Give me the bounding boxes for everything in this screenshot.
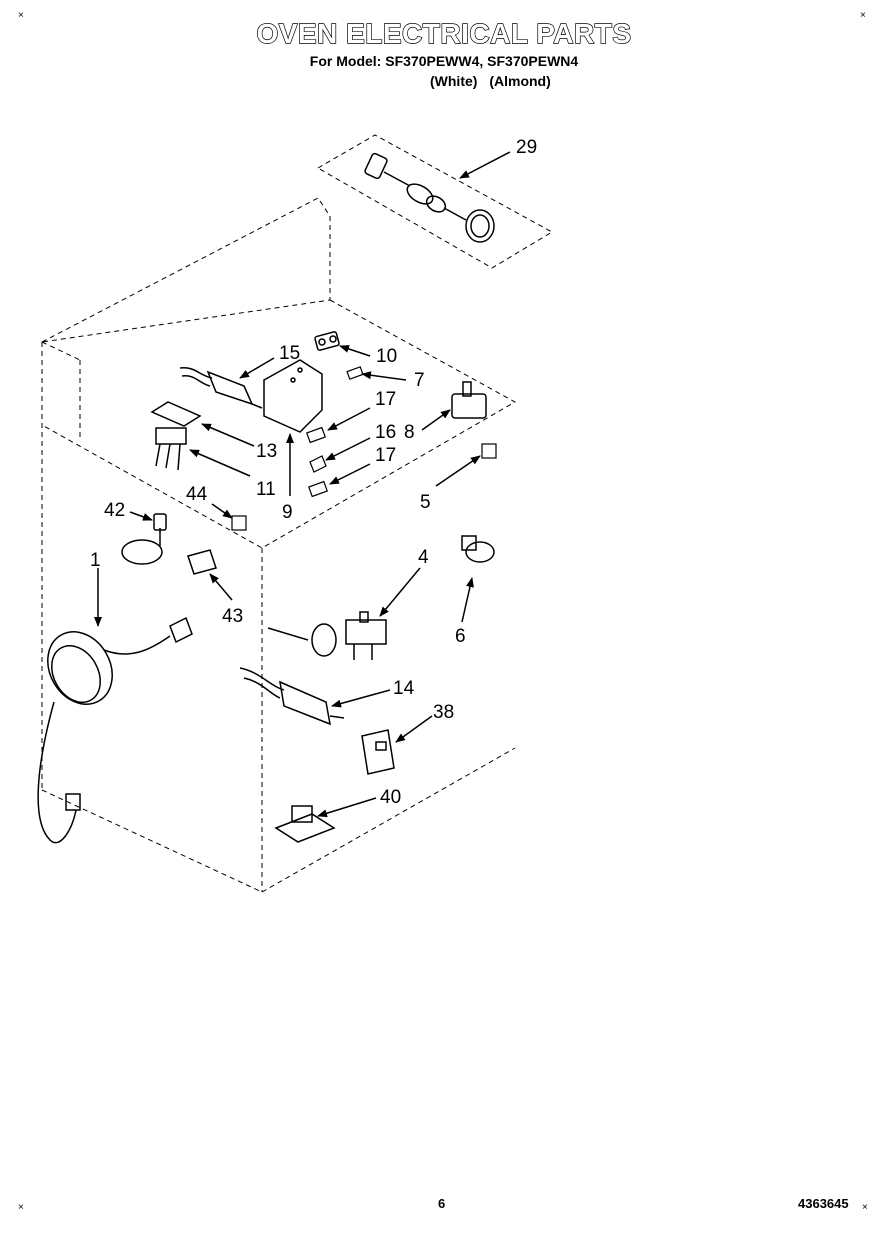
part-17-insulator-upper: [306, 426, 326, 444]
model-line: For Model: SF370PEWW4, SF370PEWN4: [309, 53, 579, 69]
part-1-power-cord: [37, 616, 193, 844]
callout-13: 13: [256, 441, 277, 462]
part-7-terminal: [346, 366, 364, 380]
corner-mark-top-right: ×: [860, 10, 866, 21]
part-13-plate: [150, 401, 202, 427]
part-17-insulator-lower: [308, 480, 328, 498]
callout-leaders: [94, 151, 511, 818]
part-9-bracket: [263, 359, 323, 433]
callout-10: 10: [376, 346, 397, 367]
part-8-switch: [451, 381, 487, 419]
color-almond: (Almond): [489, 73, 551, 89]
part-43-bracket: [187, 549, 217, 575]
color-white: (White): [430, 73, 478, 89]
callout-40: 40: [380, 787, 401, 808]
callout-15: 15: [279, 343, 300, 364]
page-title: OVEN ELECTRICAL PARTS: [256, 17, 632, 49]
part-40-block: [274, 805, 336, 843]
part-15-terminal-block: [179, 367, 263, 409]
range-outline: [41, 134, 554, 893]
corner-mark-top-left: ×: [18, 10, 24, 21]
callout-7: 7: [414, 370, 425, 391]
part-44-clip: [231, 515, 247, 531]
callout-4: 4: [418, 547, 429, 568]
part-6-indicator-light: [461, 535, 495, 563]
callout-8: 8: [404, 422, 415, 443]
corner-mark-bottom-left: ×: [18, 1202, 24, 1213]
callout-14: 14: [393, 678, 415, 699]
callout-38: 38: [433, 702, 454, 723]
callout-11: 11: [256, 479, 276, 500]
callout-6: 6: [455, 626, 466, 647]
part-4-thermostat: [267, 611, 387, 660]
callout-44: 44: [186, 484, 208, 505]
callout-42: 42: [104, 500, 125, 521]
callout-9: 9: [282, 502, 293, 523]
callout-43: 43: [222, 606, 243, 627]
color-variants: (White) (Almond): [430, 73, 559, 89]
callout-1: 1: [90, 550, 101, 571]
part-10-clip: [314, 331, 340, 351]
page-number: 6: [438, 1196, 446, 1211]
corner-mark-bottom-right: ×: [862, 1202, 868, 1213]
oven-lamp-part: [364, 152, 495, 243]
callout-17-upper: 17: [375, 389, 396, 410]
part-16-terminal: [309, 455, 327, 473]
callout-17-lower: 17: [375, 445, 396, 466]
callout-16: 16: [375, 422, 396, 443]
part-5-clip: [481, 443, 497, 459]
part-38-bracket: [361, 729, 395, 775]
part-42-sensor: [121, 513, 167, 565]
part-11-connector: [155, 427, 187, 471]
callout-5: 5: [420, 492, 431, 513]
callout-29: 29: [516, 137, 537, 158]
part-14-terminal-block: [239, 667, 345, 726]
document-number: 4363645: [798, 1196, 849, 1211]
